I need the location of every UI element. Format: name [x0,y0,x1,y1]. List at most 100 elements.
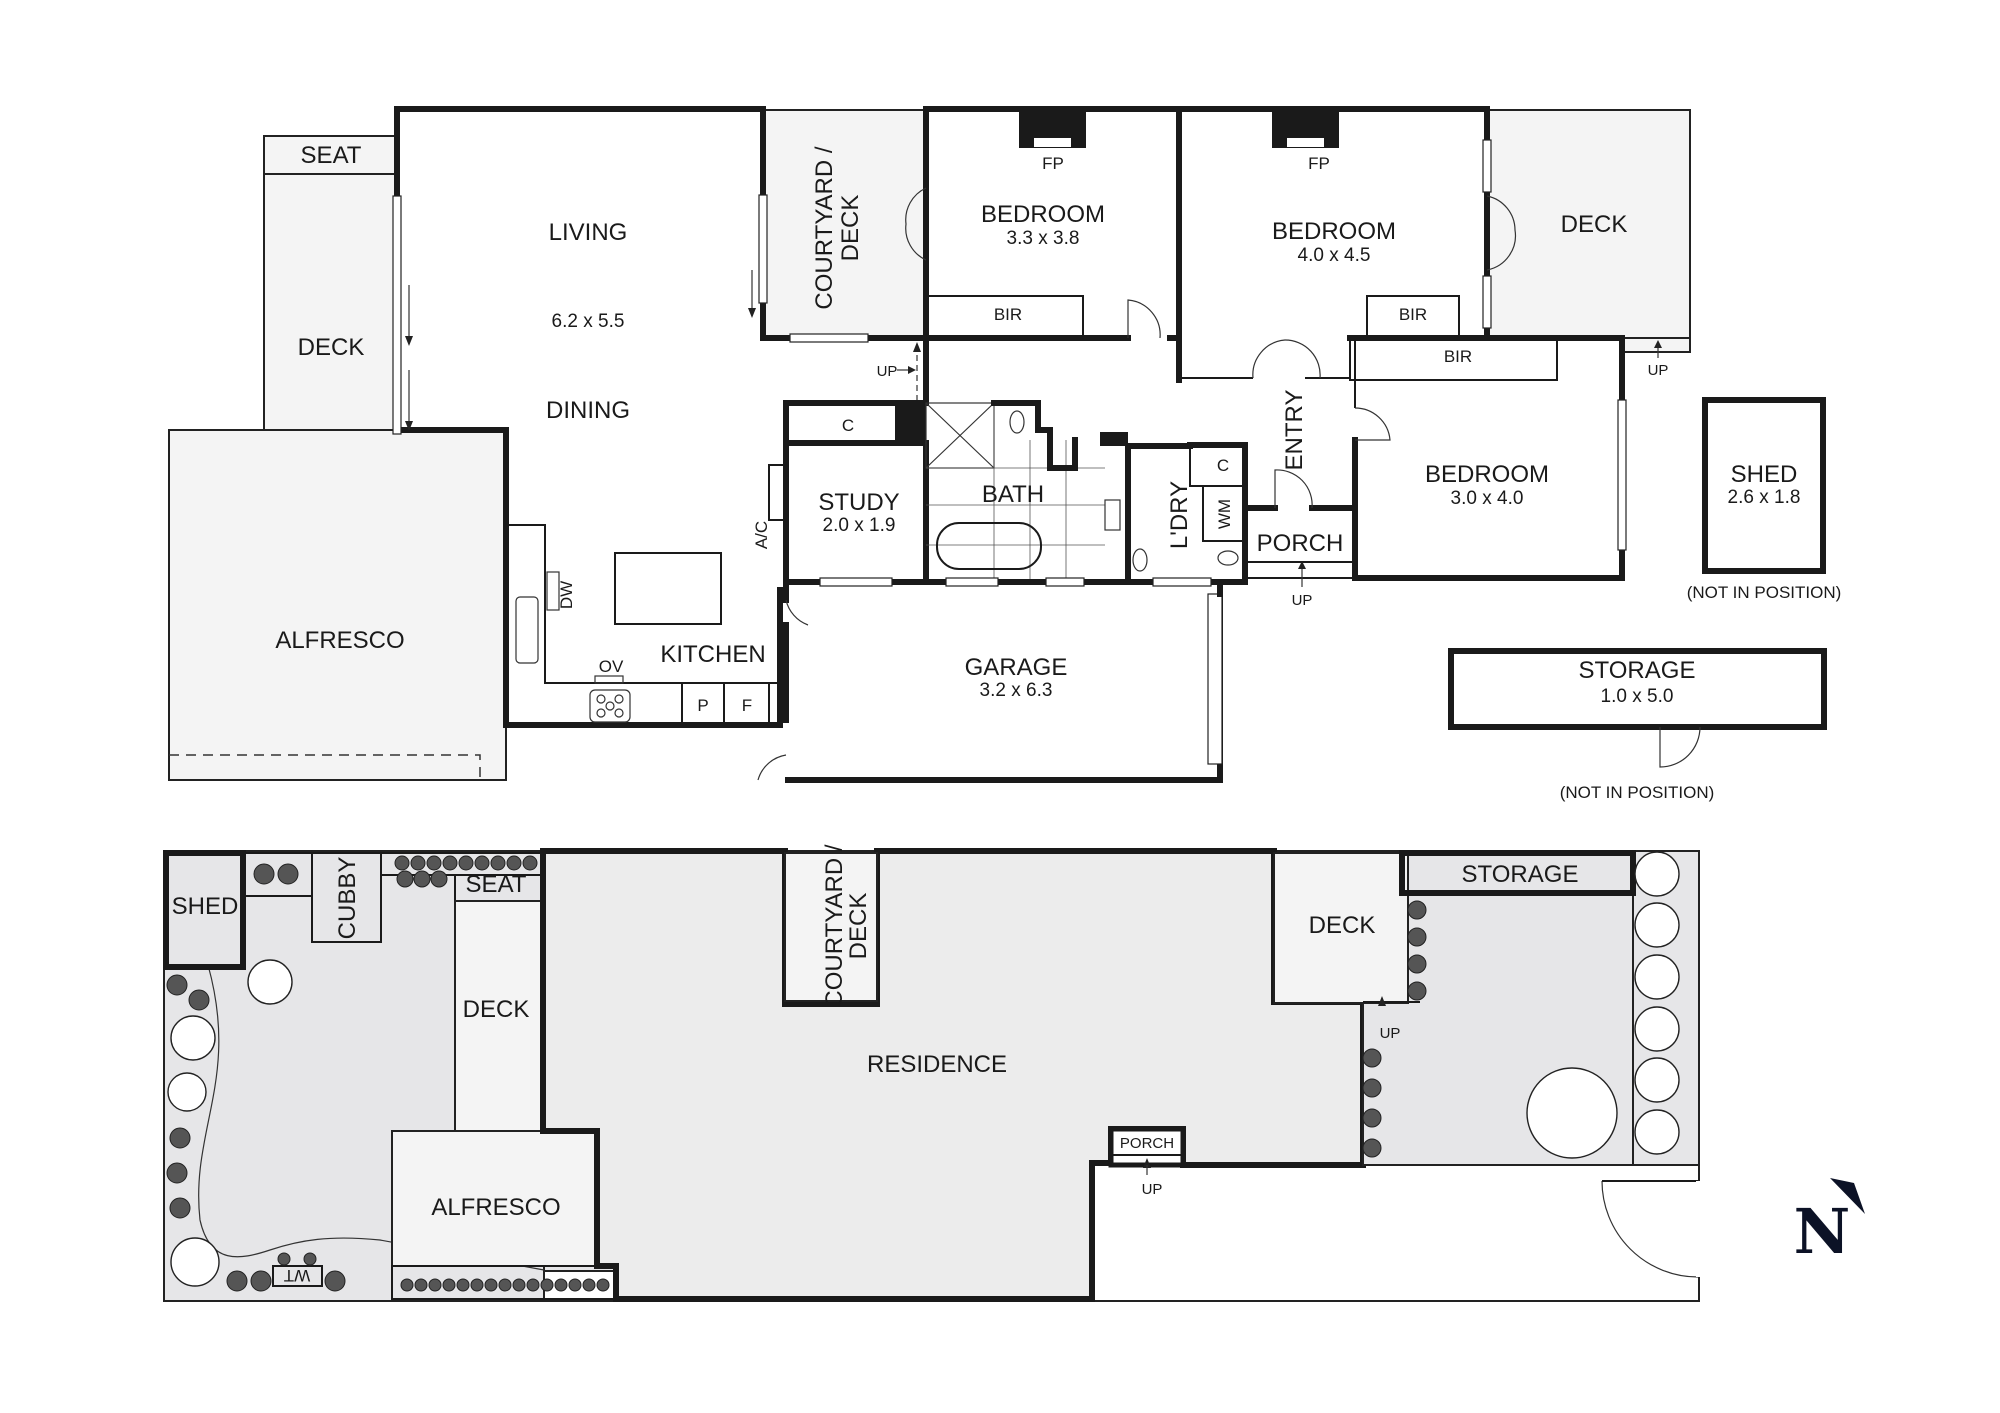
label-garage-dims: 3.2 x 6.3 [980,680,1053,701]
label-dw: DW [557,581,576,609]
site-label-deck-west: DECK [463,996,530,1023]
storage-building [1448,648,1827,730]
label-bedroom1: BEDROOM [981,201,1105,228]
site-alfresco [391,1130,616,1267]
label-shed: SHED [1731,461,1798,488]
label-laundry: L'DRY [1166,481,1193,549]
site-plan [163,848,1700,1302]
label-seat: SEAT [301,142,362,169]
deck-east-step [1619,337,1691,353]
bir-1 [925,295,1084,339]
study-walls [783,335,929,585]
label-porch: PORCH [1257,530,1344,557]
label-study: STUDY [818,489,899,516]
alfresco-area [168,429,507,781]
label-fp2: FP [1308,154,1330,173]
label-study-dims: 2.0 x 1.9 [823,515,896,536]
site-courtyard [784,852,878,1002]
label-garage: GARAGE [965,654,1068,681]
site-label-deck-up: UP [1380,1025,1401,1042]
oven-box [594,675,624,684]
site-deck-east [1273,852,1409,1004]
shrub-icons [166,855,1427,1292]
site-storage [1399,850,1636,896]
label-courtyard-1: COURTYARD / [811,146,838,309]
label-deck-east: DECK [1561,211,1628,238]
site-labels: SHED CUBBY SEAT DECK ALFRESCO COURTYARD … [172,844,1579,1285]
label-bedroom2-dims: 4.0 x 4.5 [1298,245,1371,266]
label-living-dims: 6.2 x 5.5 [552,311,625,332]
label-shed-note: (NOT IN POSITION) [1687,583,1842,602]
bedroom3-walls [1347,335,1625,581]
site-label-seat: SEAT [466,871,527,898]
site-label-shed: SHED [172,893,239,920]
bedrooms-walls-top [923,106,1490,341]
north-pointer-icon [1830,1178,1865,1214]
site-label-courtyard-2: DECK [845,893,872,960]
deck-east-area [1486,109,1691,339]
site-label-storage: STORAGE [1462,861,1579,888]
label-ac: A/C [752,521,771,549]
label-storage-dims: 1.0 x 5.0 [1601,686,1674,707]
site-label-porch-up: UP [1142,1181,1163,1198]
garage-door [1207,593,1223,765]
site-label-cubby: CUBBY [334,857,361,940]
label-pantry: P [697,696,708,715]
site-label-porch: PORCH [1120,1135,1174,1152]
kitchen-walls [394,427,783,728]
label-fridge: F [742,696,752,715]
north-arrow-icon: N [1794,1178,1865,1268]
deck-west-area [263,173,398,431]
site-label-water-tank: WT [284,1266,310,1285]
site-label-alfresco: ALFRESCO [431,1194,560,1221]
kitchen-island [614,552,722,625]
label-wm: WM [1215,499,1234,529]
label-courtyard-2: DECK [837,195,864,262]
sink-icon [515,596,539,664]
site-cubby [311,852,382,943]
label-up-porch: UP [1292,592,1313,609]
room-labels: SEAT DECK ALFRESCO LIVING 6.2 x 5.5 DINI… [275,142,1841,802]
label-storage: STORAGE [1579,657,1696,684]
label-shed-dims: 2.6 x 1.8 [1728,487,1801,508]
label-living: LIVING [549,219,628,246]
living-sliding-door [392,195,402,435]
site-label-deck-east: DECK [1309,912,1376,939]
dishwasher-box [546,571,560,611]
label-bedroom1-dims: 3.3 x 3.8 [1007,228,1080,249]
label-kitchen: KITCHEN [660,641,765,668]
label-bedroom3: BEDROOM [1425,461,1549,488]
label-c-study: C [842,416,854,435]
label-deck-west: DECK [298,334,365,361]
label-entry: ENTRY [1281,390,1308,471]
floor-plan [168,106,1827,783]
label-storage-note: (NOT IN POSITION) [1560,783,1715,802]
label-up-deck: UP [1648,362,1669,379]
fixture-labels: FP FP BIR BIR BIR C C WM A/C DW OV P F U… [557,154,1668,715]
label-bir3: BIR [1444,347,1472,366]
shed-building [1702,397,1826,574]
label-bir1: BIR [994,305,1022,324]
kitchen-bench [506,524,780,684]
label-dining: DINING [546,397,630,424]
label-up-courtyard: UP [877,363,898,380]
cooktop-icon [589,689,631,723]
label-bath: BATH [982,481,1044,508]
label-alfresco: ALFRESCO [275,627,404,654]
seat-area [263,135,398,175]
site-label-residence: RESIDENCE [867,1051,1007,1078]
label-fp1: FP [1042,154,1064,173]
label-bir2: BIR [1399,305,1427,324]
site-gate-arc [1601,1180,1699,1278]
fridge-box [723,682,770,726]
label-bedroom2: BEDROOM [1272,218,1396,245]
tree-icons [167,851,1680,1287]
label-ov: OV [599,657,624,676]
alfresco-dashed-line [169,754,481,780]
label-bedroom3-dims: 3.0 x 4.0 [1451,488,1524,509]
site-label-courtyard-1: COURTYARD / [821,844,848,1007]
site-shed [163,850,246,970]
label-c-laundry: C [1217,456,1229,475]
water-tank [272,1265,323,1287]
